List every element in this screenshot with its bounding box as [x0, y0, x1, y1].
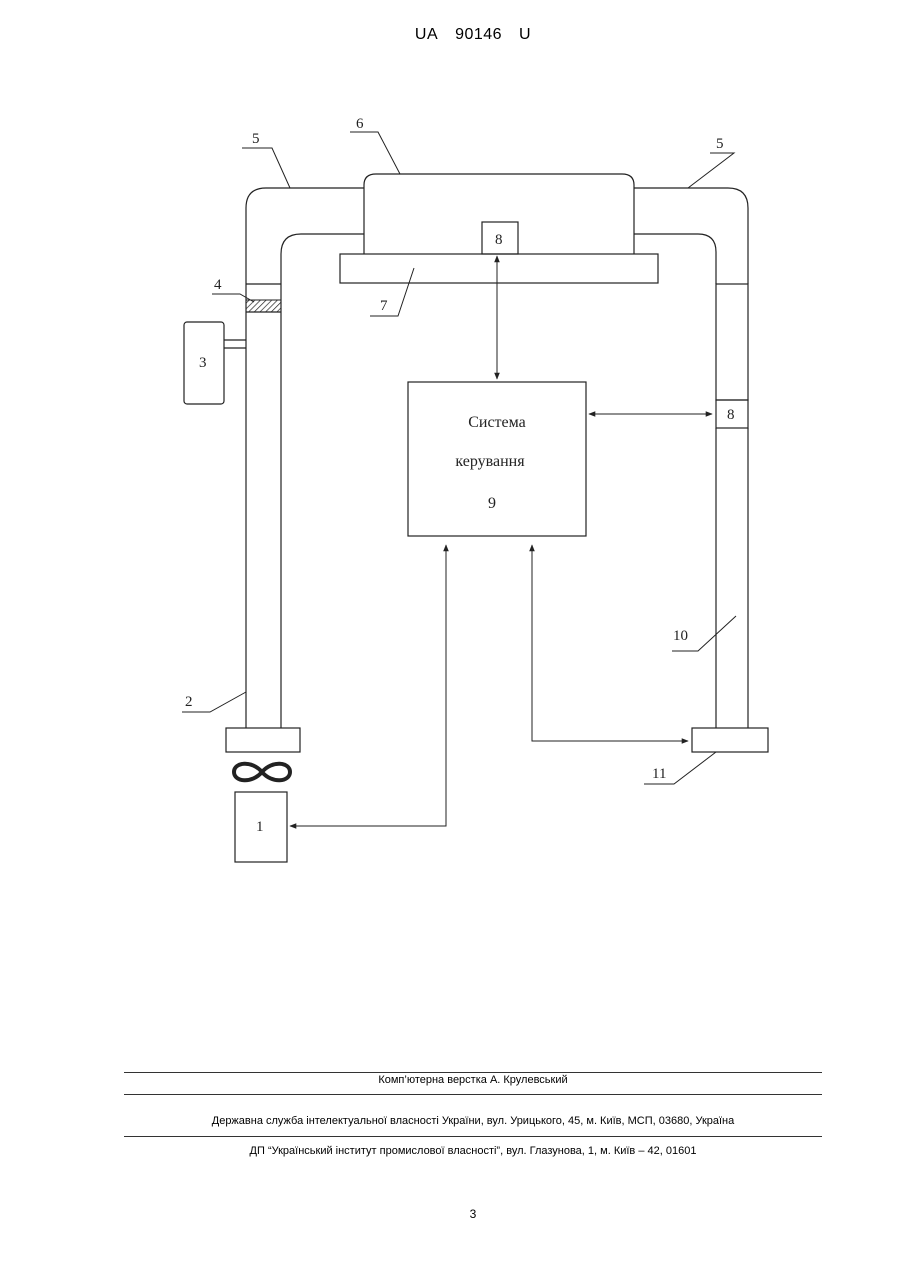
- plate-7: [340, 254, 658, 283]
- footer-typesetting: Комп’ютерна верстка А. Крулевський: [124, 1074, 822, 1086]
- page-number: 3: [0, 1207, 901, 1221]
- footer-divider: [124, 1136, 822, 1137]
- label-8-top: 8: [495, 232, 503, 248]
- right-pipe-top: [634, 188, 748, 284]
- left-base: [226, 728, 300, 752]
- left-pipe: [246, 188, 364, 728]
- control-system-label: Система керування 9: [455, 414, 525, 512]
- footer-divider: [124, 1072, 822, 1073]
- label-10: 10: [673, 628, 688, 644]
- right-column-10: [716, 428, 748, 728]
- footer-institute: ДП “Український інститут промислової вла…: [124, 1145, 822, 1157]
- label-3: 3: [199, 355, 207, 371]
- control-system-number: 9: [488, 495, 496, 512]
- footer-divider: [124, 1094, 822, 1095]
- control-system-line2: керування: [455, 453, 525, 470]
- label-5-right: 5: [716, 136, 724, 152]
- label-7: 7: [380, 298, 388, 314]
- footer-agency: Державна служба інтелектуальної власност…: [124, 1115, 822, 1127]
- patent-drawing: 5 6 5 4 3 7 8 8 2 10 11 1 Система керува…: [0, 0, 901, 900]
- reference-numerals: 5 6 5 4 3 7 8 8 2 10 11 1: [185, 116, 735, 835]
- link-base11-control: [532, 545, 688, 741]
- label-2: 2: [185, 694, 193, 710]
- label-4: 4: [214, 277, 222, 293]
- filter-4: [246, 300, 281, 312]
- label-8-right: 8: [727, 407, 735, 423]
- signal-lines: [290, 256, 712, 826]
- right-column-upper: [716, 284, 748, 400]
- label-5-left: 5: [252, 131, 260, 147]
- infinity-icon: [234, 764, 290, 781]
- base-11: [692, 728, 768, 752]
- link-block1-control: [290, 545, 446, 826]
- label-6: 6: [356, 116, 364, 132]
- label-11: 11: [652, 766, 666, 782]
- installation-outline: [184, 174, 768, 862]
- control-system-line1: Система: [468, 414, 526, 431]
- label-1: 1: [256, 819, 264, 835]
